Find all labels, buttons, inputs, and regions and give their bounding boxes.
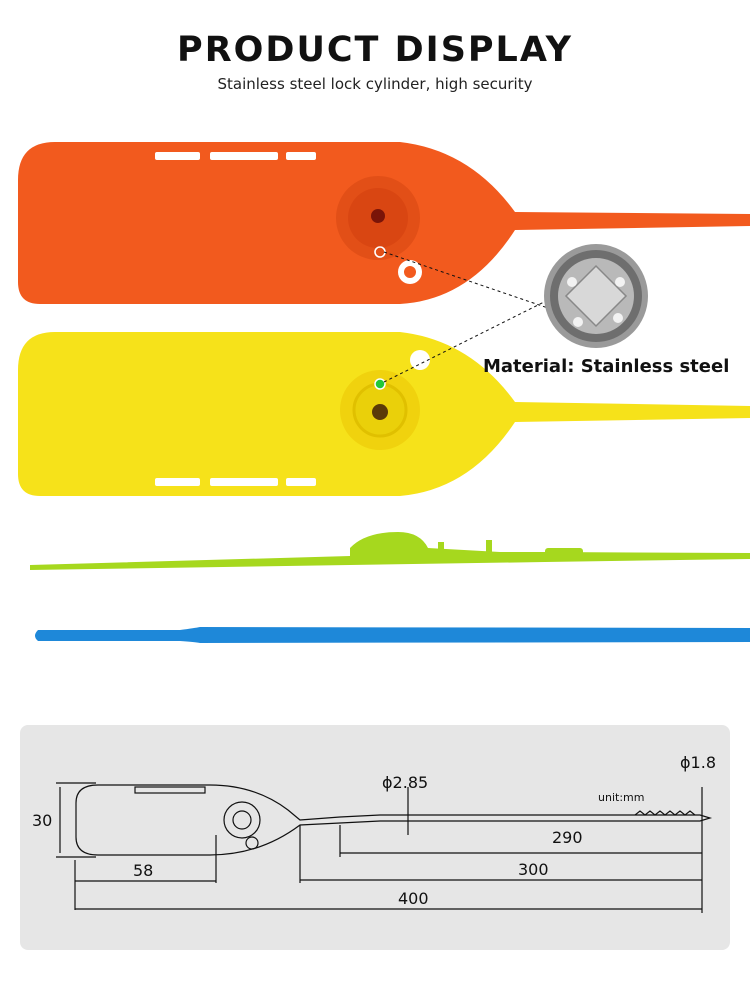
dim-300-label: 300 <box>518 860 549 879</box>
dim-58-label: 58 <box>133 861 154 880</box>
page-subtitle: Stainless steel lock cylinder, high secu… <box>217 75 533 93</box>
yellow-seal-image <box>18 332 750 496</box>
blue-seal-side-view <box>35 627 750 643</box>
dimension-diagram-panel: 30 58 290 300 400 ϕ2.85 ϕ1.8 unit:mm <box>20 725 730 950</box>
orange-seal-image <box>18 142 750 304</box>
dimension-drawing <box>56 782 713 913</box>
material-label: Material: Stainless steel <box>483 356 730 377</box>
stainless-steel-cylinder-image <box>544 244 648 348</box>
diameter-18-label: ϕ1.8 <box>680 753 716 772</box>
diameter-285-label: ϕ2.85 <box>382 773 429 792</box>
height-dimension-label: 30 <box>32 811 53 830</box>
product-illustrations <box>18 142 750 643</box>
page-title: PRODUCT DISPLAY <box>177 30 573 70</box>
dim-400-label: 400 <box>398 889 429 908</box>
lime-seal-side-view <box>30 532 750 570</box>
unit-label: unit:mm <box>598 791 645 804</box>
dim-290-label: 290 <box>552 828 583 847</box>
